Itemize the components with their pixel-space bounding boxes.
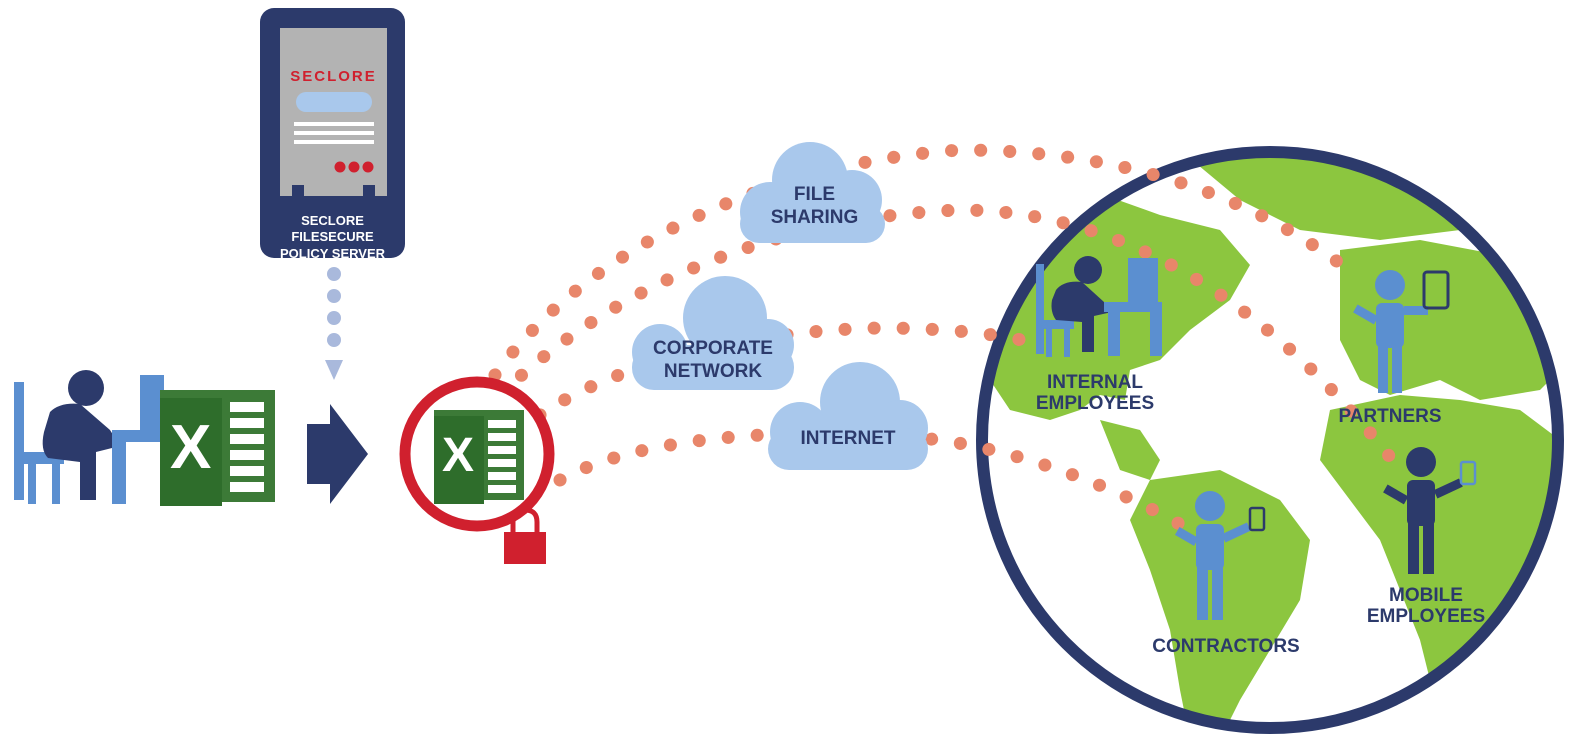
internal-employee-icon (1036, 256, 1162, 357)
cloud-label-line: NETWORK (663, 360, 763, 382)
partner-icon (1353, 270, 1428, 393)
server-brand: SECLORE (290, 68, 377, 85)
tablet-icon (1422, 270, 1450, 310)
label-line: EMPLOYEES (1366, 606, 1486, 628)
cloud-label-file-sharing: FILE SHARING (742, 184, 887, 230)
label-line: EMPLOYEES (1035, 393, 1155, 415)
server-dots (325, 267, 343, 380)
cloud-label-line: CORPORATE (653, 338, 773, 359)
arc-to-internal (533, 321, 1047, 422)
connection-arcs (488, 143, 1407, 537)
excel-letter-protected: X (442, 429, 475, 482)
mobile-employee-icon (1383, 447, 1463, 574)
cloud-corporate-network (632, 276, 794, 390)
excel-icon-left (160, 390, 275, 506)
label-mobile-employees: MOBILE EMPLOYEES (1356, 585, 1496, 628)
policy-server (260, 8, 405, 258)
label-line: CONTRACTORS (1152, 636, 1300, 657)
cloud-label-internet: INTERNET (768, 428, 928, 451)
protected-excel-icon (399, 376, 555, 532)
label-internal-employees: INTERNAL EMPLOYEES (1020, 372, 1170, 415)
cloud-label-corporate-network: CORPORATE NETWORK (632, 338, 794, 384)
cloud-label-line: SHARING (770, 206, 859, 228)
server-label-line1: SECLORE FILESECURE (291, 213, 374, 245)
label-line: MOBILE (1389, 585, 1463, 606)
arc-to-partners (488, 143, 1362, 382)
label-line: PARTNERS (1338, 406, 1442, 427)
server-label: SECLORE FILESECURE POLICY SERVER (262, 213, 403, 262)
contractor-icon (1174, 491, 1251, 620)
phone-icon-mobile (1459, 460, 1477, 486)
label-contractors: CONTRACTORS (1146, 636, 1306, 657)
user-at-desk-icon (14, 370, 172, 504)
cloud-label-line: INTERNET (800, 428, 896, 449)
label-partners: PARTNERS (1330, 406, 1450, 427)
cloud-file-sharing (740, 142, 885, 243)
cloud-internet (768, 362, 928, 470)
excel-letter-left: X (170, 413, 212, 482)
cloud-label-line: FILE (793, 184, 836, 205)
server-label-line2: POLICY SERVER (280, 245, 385, 261)
arc-to-contractors (553, 427, 1197, 537)
arrow-icon (307, 404, 368, 504)
label-line: INTERNAL (1046, 372, 1144, 393)
lock-icon (504, 507, 546, 564)
phone-icon-contractor (1248, 506, 1266, 532)
